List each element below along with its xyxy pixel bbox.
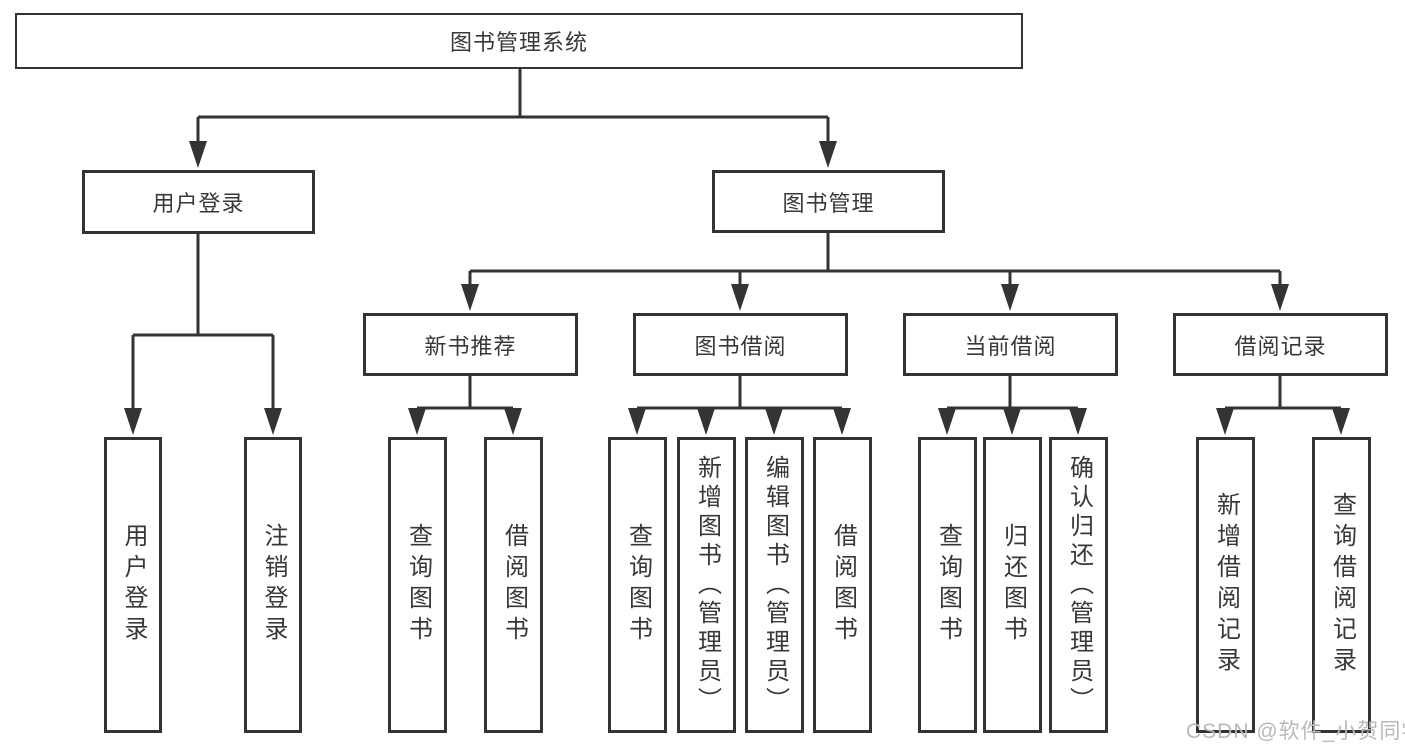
leaf-add-books-admin: 新增图书（管理员） bbox=[677, 437, 736, 733]
leaf-query-borrow-record: 查询借阅记录 bbox=[1312, 437, 1371, 733]
node-current-borrow: 当前借阅 bbox=[903, 313, 1118, 376]
node-book-borrow: 图书借阅 bbox=[633, 313, 848, 376]
leaf-rec-borrow-books: 借阅图书 bbox=[484, 437, 543, 733]
node-borrow-record: 借阅记录 bbox=[1173, 313, 1388, 376]
leaf-confirm-return-admin: 确认归还（管理员） bbox=[1049, 437, 1108, 733]
leaf-current-query-books-label: 查询图书 bbox=[934, 523, 962, 647]
leaf-edit-books-admin-label: 编辑图书（管理员） bbox=[761, 454, 789, 716]
leaf-rec-query-books-label: 查询图书 bbox=[404, 523, 432, 647]
leaf-logout-label: 注销登录 bbox=[260, 523, 287, 647]
leaf-user-login-label: 用户登录 bbox=[120, 523, 147, 647]
connector-new-book-rec-leaves bbox=[408, 376, 522, 435]
leaf-add-borrow-record: 新增借阅记录 bbox=[1196, 437, 1255, 733]
leaf-edit-books-admin: 编辑图书（管理员） bbox=[745, 437, 804, 733]
leaf-return-books: 归还图书 bbox=[983, 437, 1042, 733]
leaf-query-borrow-record-label: 查询借阅记录 bbox=[1328, 492, 1356, 678]
leaf-borrow-query-books: 查询图书 bbox=[608, 437, 667, 733]
leaf-rec-query-books: 查询图书 bbox=[388, 437, 447, 733]
leaf-borrow-books-label: 借阅图书 bbox=[829, 523, 857, 647]
node-book-management: 图书管理 bbox=[712, 170, 945, 233]
leaf-rec-borrow-books-label: 借阅图书 bbox=[500, 523, 528, 647]
node-borrow-record-label: 借阅记录 bbox=[1234, 333, 1327, 359]
connector-user-login-branch bbox=[124, 234, 282, 435]
connector-book-borrow-leaves bbox=[628, 376, 851, 435]
connector-current-borrow-leaves bbox=[938, 376, 1087, 435]
leaf-borrow-books: 借阅图书 bbox=[813, 437, 872, 733]
leaf-add-borrow-record-label: 新增借阅记录 bbox=[1212, 492, 1240, 678]
leaf-confirm-return-admin-label: 确认归还（管理员） bbox=[1065, 454, 1093, 716]
node-book-management-label: 图书管理 bbox=[782, 190, 875, 216]
connector-root-to-level2 bbox=[189, 69, 837, 168]
leaf-logout: 注销登录 bbox=[244, 437, 302, 733]
connector-borrow-record-leaves bbox=[1216, 376, 1350, 435]
connector-book-management-to-sections bbox=[461, 233, 1289, 311]
node-library-management-system: 图书管理系统 bbox=[15, 13, 1023, 69]
node-current-borrow-label: 当前借阅 bbox=[964, 333, 1057, 359]
leaf-current-query-books: 查询图书 bbox=[918, 437, 977, 733]
leaf-add-books-admin-label: 新增图书（管理员） bbox=[693, 454, 721, 716]
node-new-book-recommend-label: 新书推荐 bbox=[424, 333, 517, 359]
node-user-login-label: 用户登录 bbox=[152, 191, 245, 216]
node-library-management-system-label: 图书管理系统 bbox=[449, 30, 588, 55]
leaf-return-books-label: 归还图书 bbox=[999, 523, 1027, 647]
node-book-borrow-label: 图书借阅 bbox=[694, 333, 787, 359]
leaf-borrow-query-books-label: 查询图书 bbox=[624, 523, 652, 647]
node-user-login: 用户登录 bbox=[82, 170, 315, 234]
node-new-book-recommend: 新书推荐 bbox=[363, 313, 578, 376]
leaf-user-login: 用户登录 bbox=[104, 437, 162, 733]
csdn-watermark: CSDN @软件_小贺同学 bbox=[1186, 720, 1405, 743]
